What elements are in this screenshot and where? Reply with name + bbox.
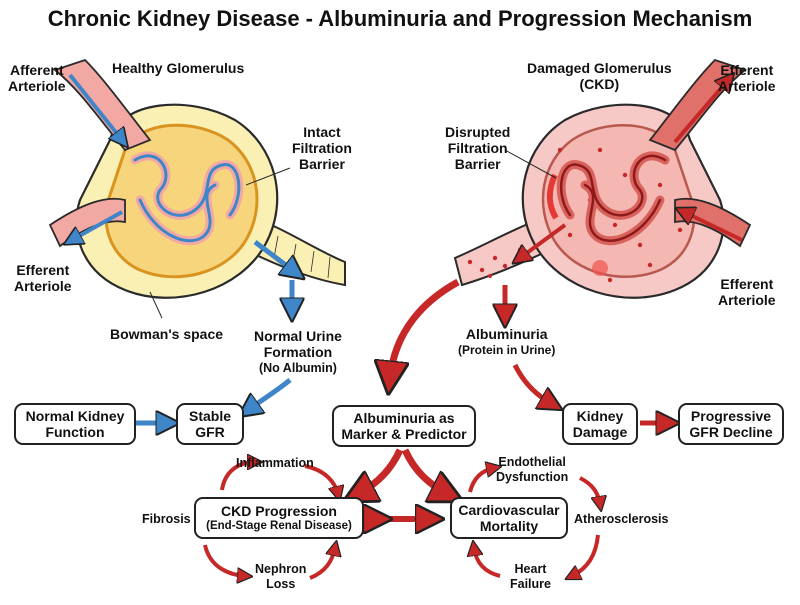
flow-arrows [136, 278, 668, 519]
ckd-progression-box: CKD Progression (End-Stage Renal Disease… [194, 497, 364, 539]
cv-cycle-arrows [470, 468, 600, 576]
albuminuria-to-damage-arrow [512, 363, 552, 404]
ckd-cycle-arrows [203, 462, 338, 578]
damaged-efferent-arrow [684, 212, 743, 242]
marker-to-cv-arrow [401, 448, 448, 494]
bowman-space-label: Bowman's space [110, 326, 224, 342]
healthy-glomerulus-illustration [48, 58, 346, 318]
healthy-afferent-arrow [68, 73, 122, 140]
healthy-heading: Healthy Glomerulus [112, 60, 245, 76]
atherosclerosis-label: Atherosclerosis [574, 512, 669, 526]
healthy-efferent-arrow [72, 210, 123, 240]
healthy-urine-arrow-1 [253, 240, 295, 272]
damaged-glomerulus-illustration [453, 58, 752, 316]
albuminuria-label: Albuminuria (Protein in Urine) [458, 326, 556, 357]
urine-to-gfr-arrow [248, 378, 292, 410]
fibrosis-label: Fibrosis [142, 512, 191, 526]
tubule-to-marker-arrow [390, 278, 460, 378]
damaged-heading: Damaged Glomerulus(CKD) [527, 60, 672, 92]
page-title: Chronic Kidney Disease - Albuminuria and… [47, 6, 753, 31]
damaged-leak-arrow [520, 223, 567, 258]
damaged-afferent-arrow [673, 80, 728, 144]
marker-to-ckd-arrow [358, 448, 404, 494]
inflammation-label: Inflammation [236, 456, 314, 470]
